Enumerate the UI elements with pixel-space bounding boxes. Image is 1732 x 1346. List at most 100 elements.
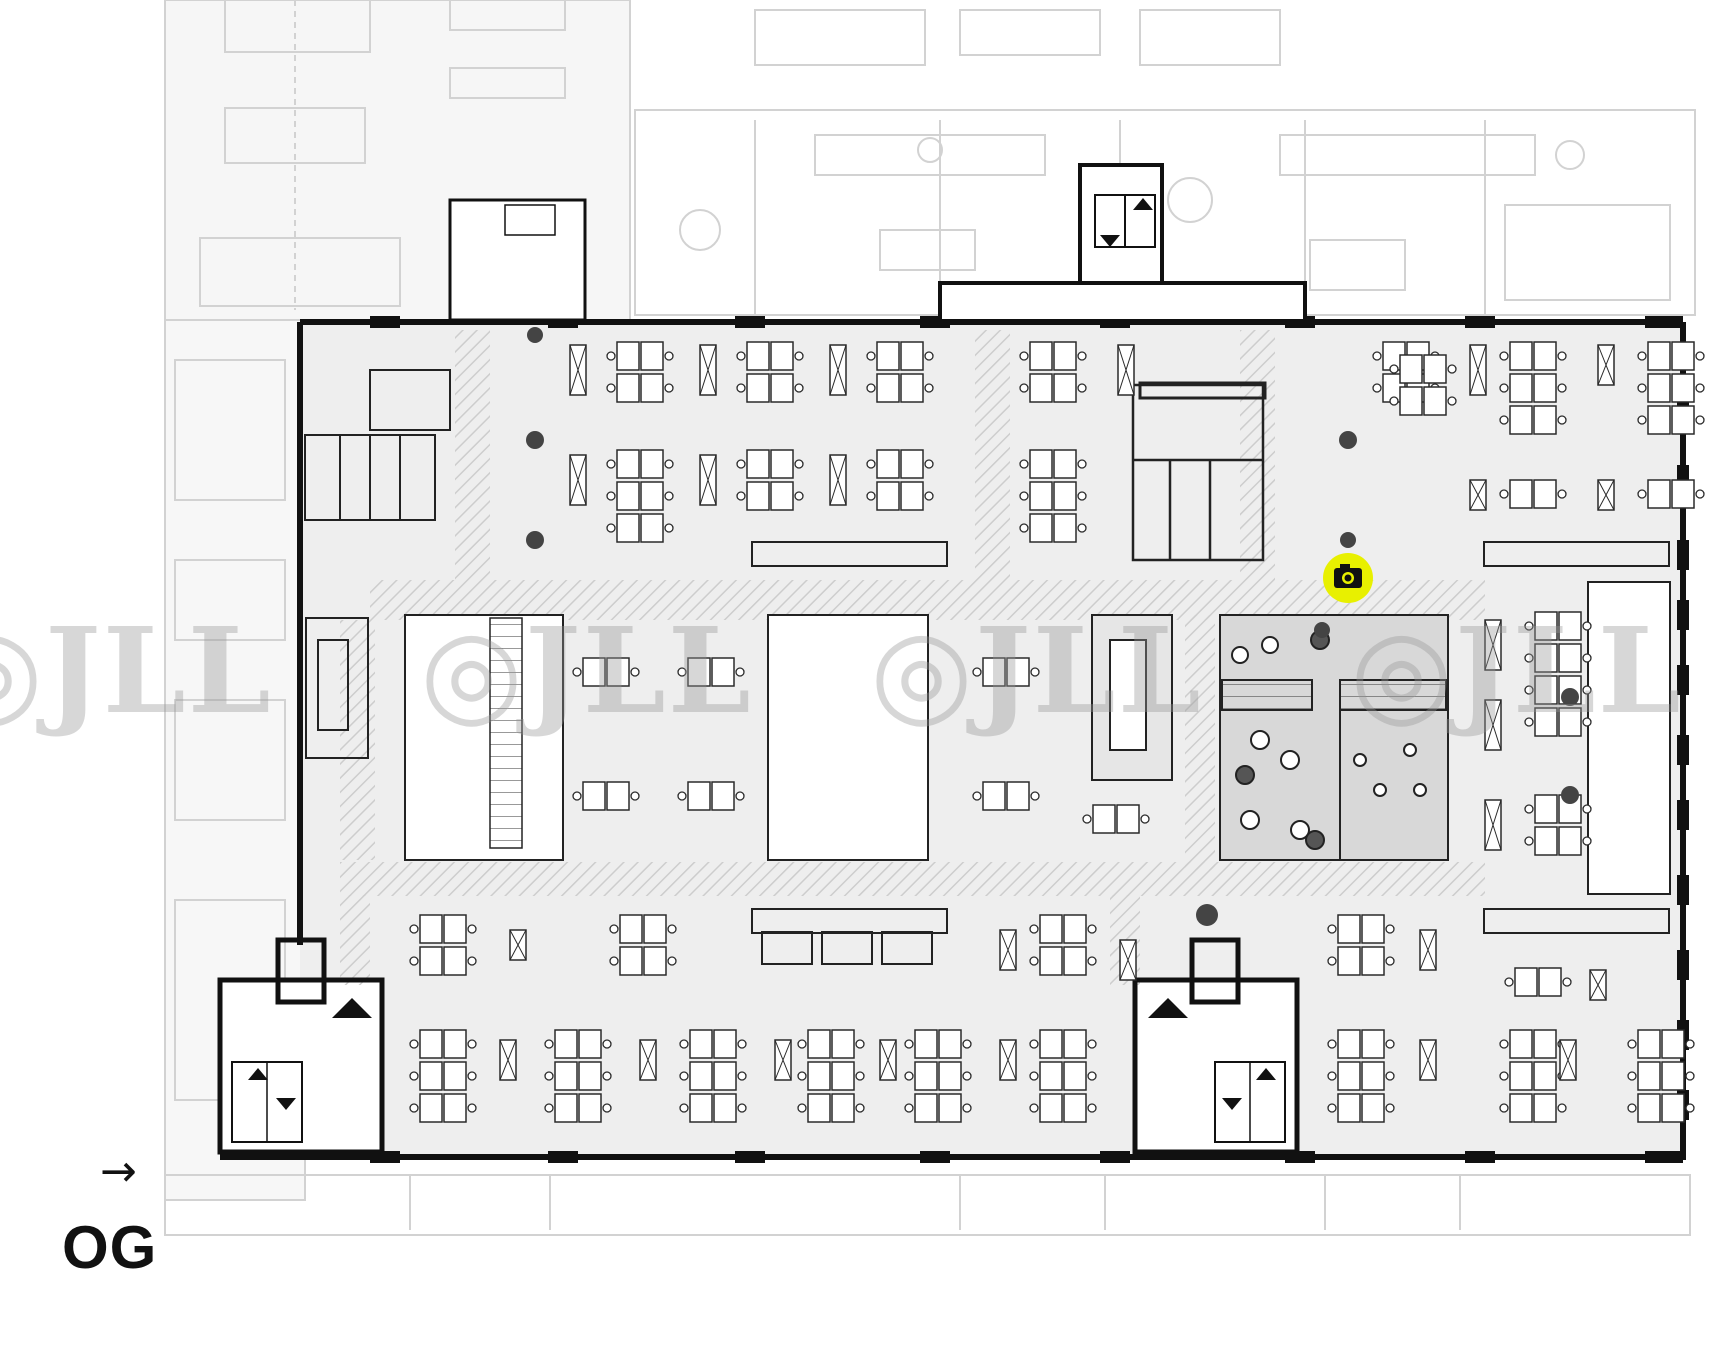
chair-icon <box>1582 685 1592 695</box>
chair-icon <box>1557 1103 1567 1113</box>
desk <box>914 1093 938 1123</box>
chair-icon <box>467 956 477 966</box>
chair-icon <box>467 1071 477 1081</box>
storage-cabinet-cross <box>699 344 717 396</box>
desk <box>1533 1029 1557 1059</box>
desk <box>554 1093 578 1123</box>
chair-icon <box>1385 956 1395 966</box>
desk <box>1647 341 1671 371</box>
desk <box>1533 479 1557 509</box>
chair-icon <box>1524 653 1534 663</box>
chair-icon <box>855 1039 865 1049</box>
desk <box>982 657 1006 687</box>
desk <box>1039 1061 1063 1091</box>
chair-icon <box>1685 1071 1695 1081</box>
desk <box>1647 405 1671 435</box>
desk <box>616 513 640 543</box>
chair-icon <box>1695 383 1705 393</box>
chair-icon <box>737 1103 747 1113</box>
desk <box>1671 373 1695 403</box>
chair-icon <box>1029 956 1039 966</box>
desk <box>1337 914 1361 944</box>
chair-icon <box>1389 364 1399 374</box>
chair-icon <box>1557 415 1567 425</box>
chair-icon <box>962 1103 972 1113</box>
meeting-room-center <box>1091 614 1173 781</box>
watermark-logo-1: ◎JLL <box>0 612 273 730</box>
desk <box>713 1061 737 1091</box>
chair-icon <box>794 351 804 361</box>
chair-icon <box>1562 977 1572 987</box>
storage-cabinet-cross <box>774 1039 792 1081</box>
watermark-logo-3: ◎JLL <box>870 601 1203 740</box>
desk <box>1399 354 1423 384</box>
watermark-text: JLL <box>974 601 1203 740</box>
desk <box>900 373 924 403</box>
desk <box>1337 1029 1361 1059</box>
desk <box>606 657 630 687</box>
desk <box>831 1029 855 1059</box>
chair-icon <box>794 459 804 469</box>
desk <box>876 449 900 479</box>
chair-icon <box>1695 415 1705 425</box>
chair-icon <box>572 667 582 677</box>
desk <box>554 1061 578 1091</box>
chair-icon <box>1637 489 1647 499</box>
desk <box>419 1061 443 1091</box>
chair-icon <box>664 351 674 361</box>
desk <box>1006 781 1030 811</box>
desk <box>807 1061 831 1091</box>
desk <box>1647 479 1671 509</box>
chair-icon <box>735 791 745 801</box>
chair-icon <box>1082 814 1092 824</box>
desk <box>1337 1061 1361 1091</box>
chair-icon <box>1447 364 1457 374</box>
storage-cabinet-cross <box>1484 799 1502 851</box>
chair-icon <box>1499 1103 1509 1113</box>
storage-cabinet-cross <box>569 454 587 506</box>
storage-cabinet-cross <box>569 344 587 396</box>
chair-icon <box>1637 383 1647 393</box>
desk <box>770 449 794 479</box>
desk <box>1361 914 1385 944</box>
chair-icon <box>1087 924 1097 934</box>
storage-cabinet-cross <box>1484 619 1502 671</box>
chair-icon <box>1030 667 1040 677</box>
stair-core-bottom-left <box>217 937 385 1155</box>
chair-icon <box>1685 1039 1695 1049</box>
desk <box>900 481 924 511</box>
north-arrow-icon: → <box>100 1146 137 1197</box>
desk <box>876 341 900 371</box>
desk <box>1029 513 1053 543</box>
desk <box>582 781 606 811</box>
stair-core-bottom-right <box>1132 937 1300 1155</box>
desk <box>616 373 640 403</box>
chair-icon <box>544 1039 554 1049</box>
photo-viewpoint-marker[interactable] <box>1323 553 1373 603</box>
desk <box>419 1093 443 1123</box>
chair-icon <box>972 667 982 677</box>
watermark-logo-2: ◎JLL <box>420 601 753 740</box>
desk <box>1423 386 1447 416</box>
desk <box>1558 826 1582 856</box>
chair-icon <box>1327 1103 1337 1113</box>
desk <box>746 449 770 479</box>
desk <box>900 449 924 479</box>
chair-icon <box>866 383 876 393</box>
chair-icon <box>1524 836 1534 846</box>
chair-icon <box>1385 1039 1395 1049</box>
chair-icon <box>737 1071 747 1081</box>
chair-icon <box>1582 621 1592 631</box>
chair-icon <box>1019 491 1029 501</box>
chair-icon <box>1327 1071 1337 1081</box>
floor-label: OG <box>62 1214 158 1281</box>
desk <box>1039 914 1063 944</box>
desk <box>914 1029 938 1059</box>
chair-icon <box>602 1103 612 1113</box>
storage-cabinet-cross <box>639 1039 657 1081</box>
desk <box>1039 946 1063 976</box>
chair-icon <box>797 1039 807 1049</box>
chair-icon <box>1582 653 1592 663</box>
wc-block-center <box>1131 381 1267 562</box>
